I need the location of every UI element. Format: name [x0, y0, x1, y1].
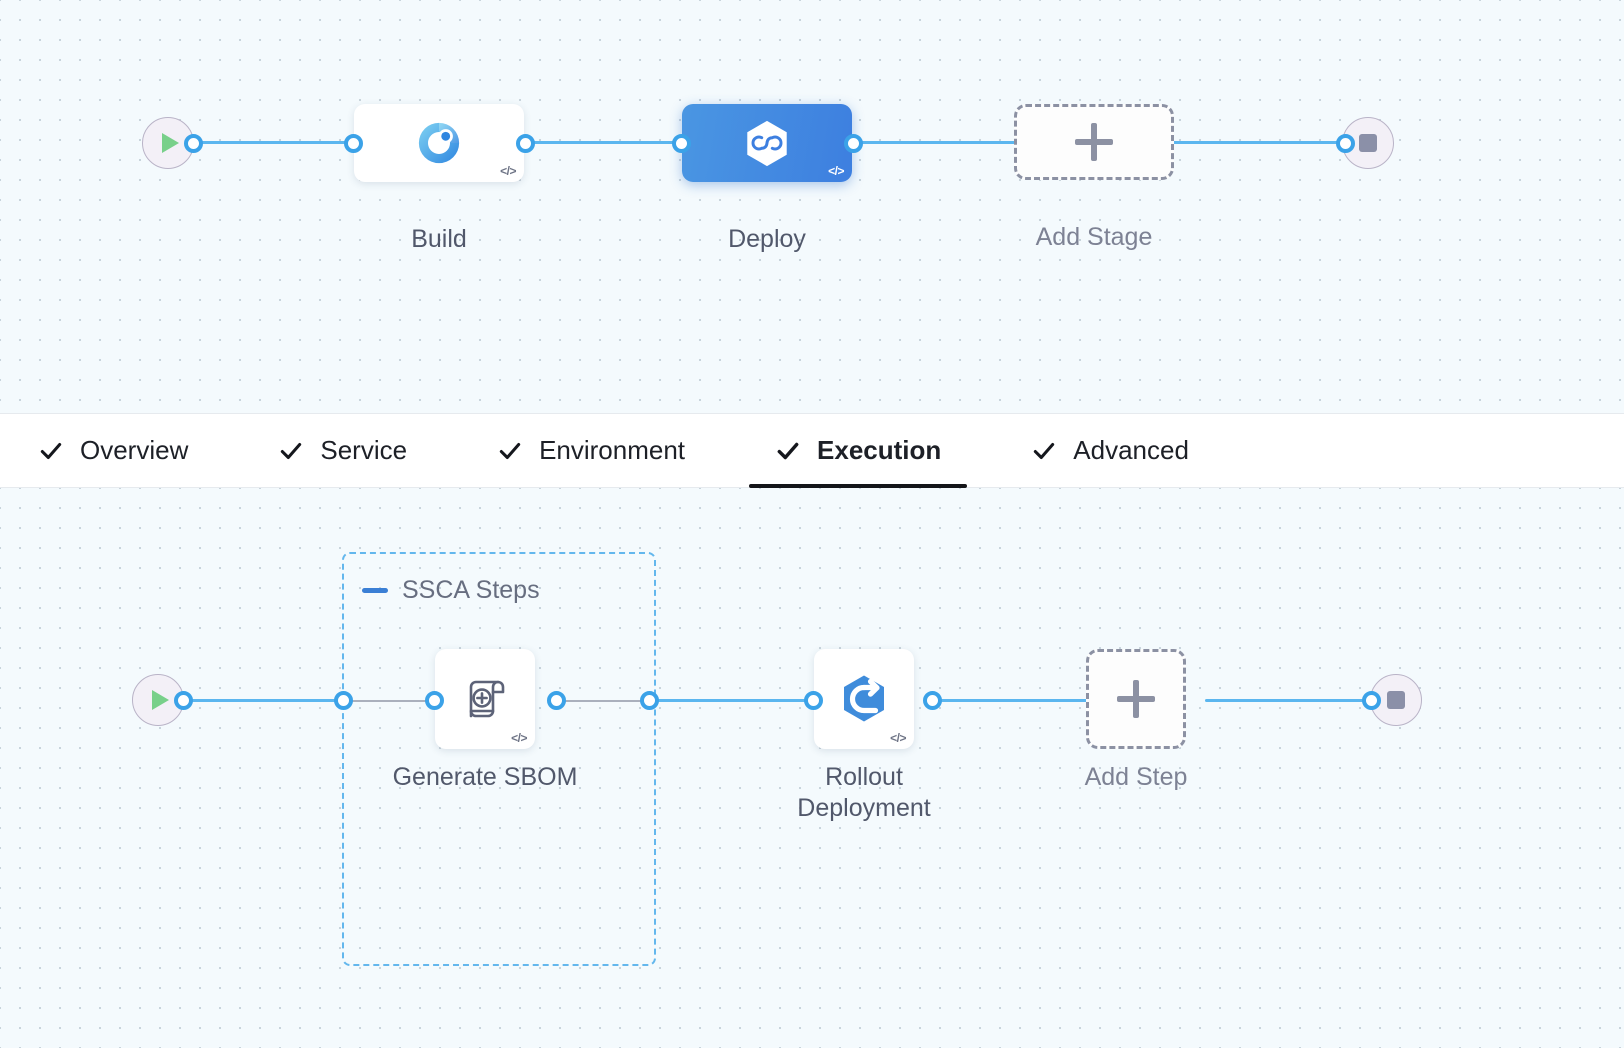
connector-group-to-rollout	[648, 699, 818, 702]
pipeline-end-node[interactable]	[1342, 117, 1394, 169]
stage-card-deploy[interactable]: </>	[682, 104, 852, 182]
port-end-in[interactable]	[1336, 134, 1355, 153]
stage-label-deploy: Deploy	[728, 225, 806, 253]
minus-icon[interactable]	[362, 588, 388, 593]
tab-label-execution: Execution	[817, 435, 942, 465]
code-badge-build: </>	[500, 164, 516, 178]
connector-deploy-to-add	[846, 141, 1026, 144]
add-stage-button[interactable]	[1014, 104, 1174, 180]
port-sbom-in[interactable]	[425, 691, 444, 710]
connector-group-in-dashed	[348, 700, 436, 702]
step-graph-canvas[interactable]: SSCA Steps </> Generate SBOM	[0, 488, 1624, 1048]
play-icon	[152, 690, 169, 710]
add-step-button[interactable]	[1086, 649, 1186, 749]
port-rollout-out[interactable]	[923, 691, 942, 710]
port-rollout-in[interactable]	[804, 691, 823, 710]
tab-label-service: Service	[320, 435, 408, 465]
tab-advanced[interactable]: Advanced	[1023, 414, 1197, 488]
connector-add-to-end-step	[1205, 699, 1375, 702]
tab-execution[interactable]: Execution	[749, 414, 968, 488]
port-group-edge-in[interactable]	[334, 691, 353, 710]
port-step-end-in[interactable]	[1362, 691, 1381, 710]
code-badge-rollout-deployment: </>	[890, 731, 906, 745]
connector-rollout-to-add	[925, 699, 1090, 702]
tab-overview[interactable]: Overview	[30, 414, 196, 488]
code-badge-generate-sbom: </>	[511, 731, 527, 745]
stage-card-build[interactable]: </>	[354, 104, 524, 182]
step-label-generate-sbom: Generate SBOM	[392, 763, 578, 791]
cd-deploy-icon	[682, 104, 852, 182]
check-icon	[499, 442, 521, 459]
rollout-hex-icon	[814, 649, 914, 749]
connector-start-to-build	[190, 141, 365, 144]
check-icon	[281, 442, 302, 459]
port-build-out[interactable]	[516, 134, 535, 153]
connector-add-to-end	[1168, 141, 1358, 144]
step-group-ssca[interactable]	[342, 552, 656, 966]
connector-group-out-dashed	[558, 700, 654, 702]
plus-icon	[1117, 680, 1155, 718]
tab-service[interactable]: Service	[270, 414, 415, 488]
tab-environment[interactable]: Environment	[489, 414, 693, 488]
add-stage-label: Add Stage	[1035, 223, 1153, 251]
port-sbom-out[interactable]	[547, 691, 566, 710]
port-build-in[interactable]	[344, 134, 363, 153]
play-icon	[162, 133, 179, 153]
stage-label-build: Build	[411, 225, 467, 253]
port-step-start-out[interactable]	[174, 691, 193, 710]
connector-build-to-deploy	[518, 141, 698, 144]
port-start-out[interactable]	[184, 134, 203, 153]
step-label-rollout-deployment: Rollout Deployment	[797, 763, 931, 823]
tab-label-overview: Overview	[80, 435, 189, 465]
scroll-plus-icon	[435, 649, 535, 749]
tab-label-environment: Environment	[539, 435, 686, 465]
port-deploy-out[interactable]	[844, 134, 863, 153]
port-group-edge-out[interactable]	[640, 691, 659, 710]
ci-build-icon	[354, 104, 524, 182]
step-group-header[interactable]: SSCA Steps	[362, 576, 540, 605]
check-icon	[1034, 442, 1055, 459]
stop-icon	[1359, 134, 1377, 152]
check-icon	[40, 442, 62, 459]
stop-icon	[1387, 691, 1405, 709]
port-deploy-in[interactable]	[672, 134, 691, 153]
stage-config-tabbar[interactable]: Overview Service Environment Execution A…	[0, 414, 1624, 488]
step-group-title: SSCA Steps	[402, 576, 540, 604]
stage-graph-canvas[interactable]: </> Build </> Deploy Add Stage	[0, 0, 1624, 414]
connector-start-to-group	[180, 699, 350, 702]
step-card-generate-sbom-box[interactable]: </>	[435, 649, 535, 749]
step-card-rollout-deployment[interactable]: </>	[814, 649, 914, 749]
code-badge-deploy: </>	[828, 164, 844, 178]
plus-icon	[1075, 123, 1113, 161]
add-step-label: Add Step	[1084, 763, 1188, 791]
tab-label-advanced: Advanced	[1073, 435, 1189, 465]
check-icon	[777, 442, 799, 459]
